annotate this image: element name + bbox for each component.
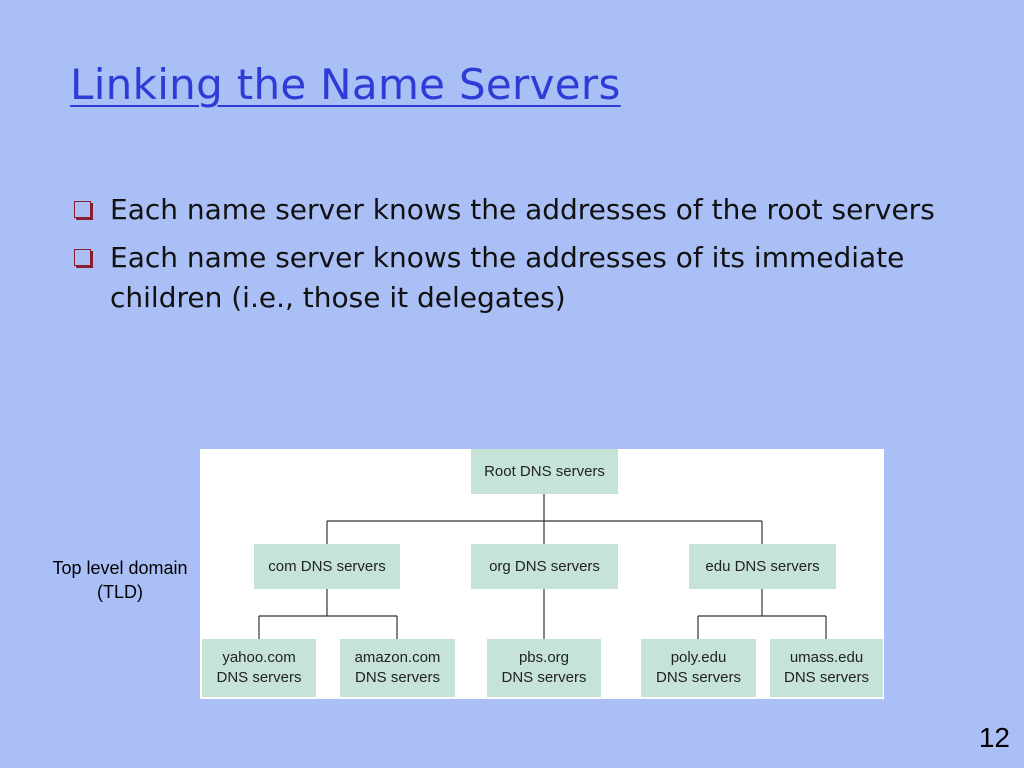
square-bullet-icon: [74, 249, 91, 266]
node-label: org DNS servers: [489, 557, 600, 575]
node-label: Root DNS servers: [484, 462, 605, 480]
slide-title: Linking the Name Servers: [70, 60, 621, 109]
node-sublabel: DNS servers: [783, 669, 869, 686]
node-sublabel: DNS servers: [354, 669, 440, 686]
bullet-text: Each name server knows the addresses of …: [110, 241, 905, 314]
bullet-text: Each name server knows the addresses of …: [110, 193, 935, 226]
node-label: umass.edu: [789, 649, 864, 666]
slide-number: 12: [978, 722, 1010, 753]
square-bullet-icon: [74, 201, 91, 218]
bullet-list: Each name server knows the addresses of …: [70, 190, 950, 326]
node-root-dns: Root DNS servers: [471, 449, 618, 494]
node-edu-dns: edu DNS servers: [689, 544, 836, 589]
node-com-dns: com DNS servers: [254, 544, 400, 589]
tld-label-line1: Top level domain: [52, 558, 188, 578]
tld-label-line2: (TLD): [97, 582, 143, 602]
node-label: yahoo.com: [222, 649, 296, 666]
node-label: com DNS servers: [268, 557, 386, 575]
node-label: edu DNS servers: [705, 557, 820, 575]
node-sublabel: DNS servers: [501, 669, 587, 686]
node-yahoo-dns: yahoo.com DNS servers: [202, 639, 316, 697]
bullet-item: Each name server knows the addresses of …: [70, 238, 950, 318]
node-sublabel: DNS servers: [655, 669, 741, 686]
node-org-dns: org DNS servers: [471, 544, 618, 589]
node-label: poly.edu: [670, 649, 727, 666]
node-label: amazon.com: [354, 649, 441, 666]
node-amazon-dns: amazon.com DNS servers: [340, 639, 455, 697]
tld-side-label: Top level domain (TLD): [20, 556, 220, 604]
node-poly-dns: poly.edu DNS servers: [641, 639, 756, 697]
bullet-item: Each name server knows the addresses of …: [70, 190, 950, 230]
node-pbs-dns: pbs.org DNS servers: [487, 639, 601, 697]
node-label: pbs.org: [518, 649, 570, 666]
connector-lines: [258, 494, 827, 639]
node-sublabel: DNS servers: [216, 669, 302, 686]
node-umass-dns: umass.edu DNS servers: [770, 639, 883, 697]
dns-hierarchy-diagram: Root DNS servers com DNS servers org DNS…: [200, 449, 884, 699]
